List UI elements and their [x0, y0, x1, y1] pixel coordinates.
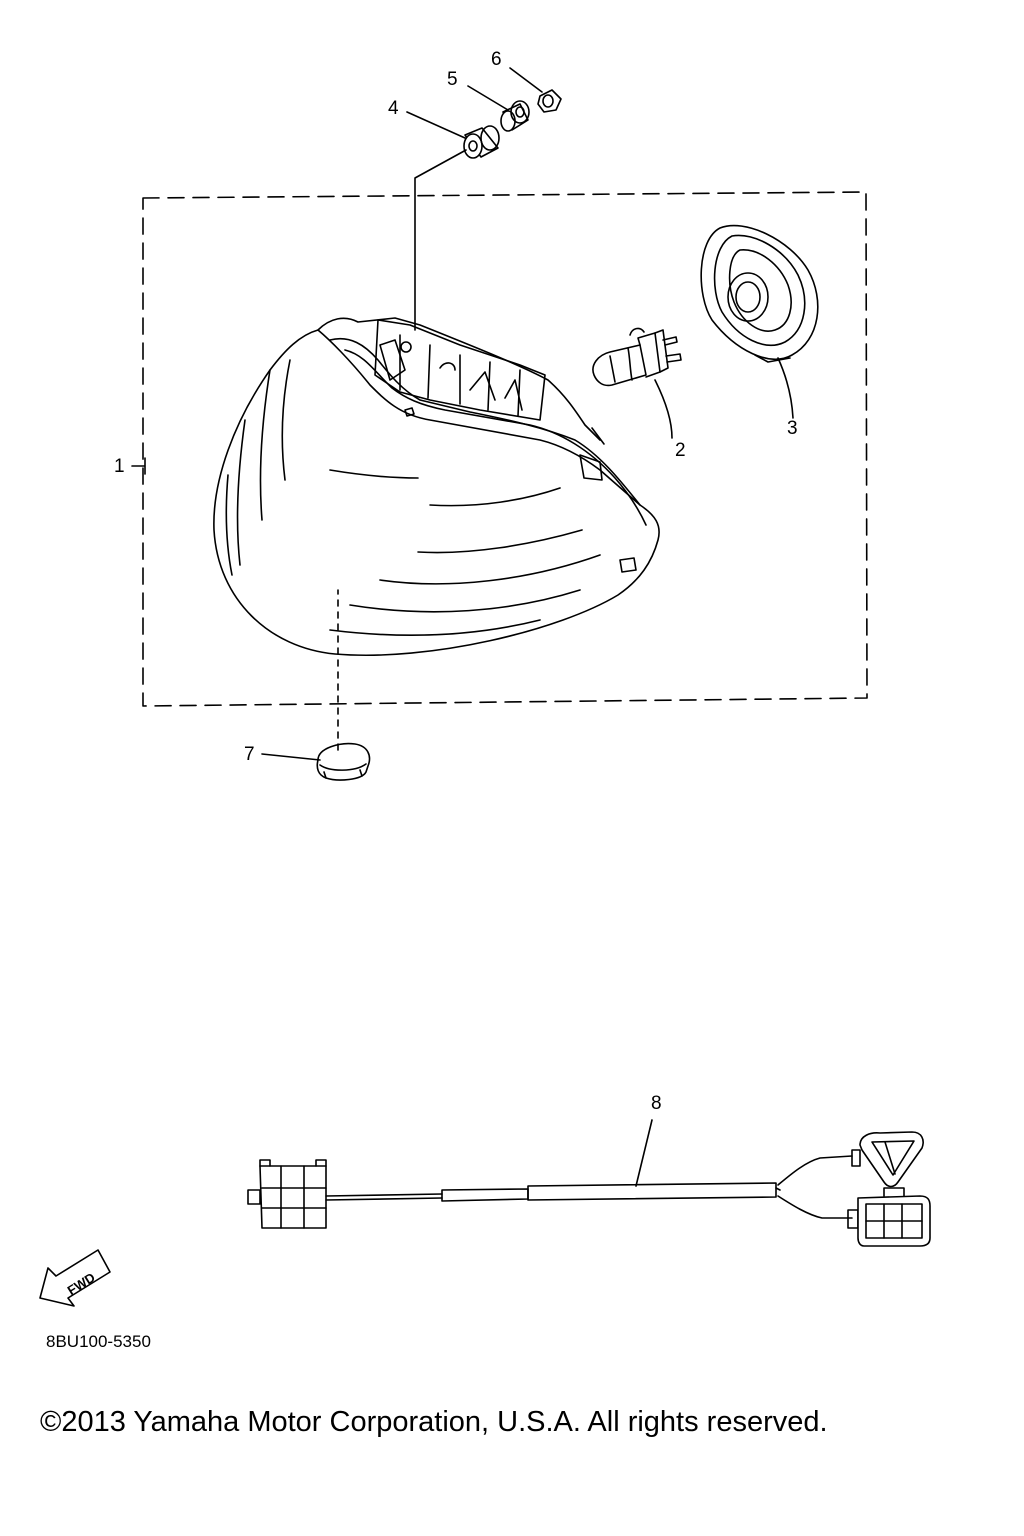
socket-cover-part-3	[700, 224, 819, 363]
collar-part-5	[500, 100, 530, 132]
leader-line-3	[777, 357, 794, 419]
fwd-arrow-icon	[39, 1249, 111, 1307]
callout-8: 8	[651, 1093, 662, 1114]
nut-part-6	[537, 89, 562, 113]
grommet-part-4	[463, 125, 500, 159]
leader-line-2	[654, 379, 673, 439]
leader-line-1	[131, 457, 146, 475]
callout-6: 6	[491, 49, 502, 70]
leader-line-grommet-drop	[414, 149, 467, 331]
leader-line-7	[261, 753, 321, 761]
leader-line-6	[509, 67, 543, 93]
wire-harness-part-8	[247, 1131, 931, 1247]
copyright-notice: ©2013 Yamaha Motor Corporation, U.S.A. A…	[40, 1406, 828, 1438]
plug-part-7	[316, 742, 371, 781]
leader-line-5	[467, 85, 509, 111]
callout-2: 2	[675, 440, 686, 461]
leader-line-8	[635, 1119, 653, 1187]
callout-5: 5	[447, 69, 458, 90]
bulb-part-2	[592, 327, 682, 387]
callout-1: 1	[114, 456, 125, 477]
callout-3: 3	[787, 418, 798, 439]
callout-7: 7	[244, 744, 255, 765]
drawing-code: 8BU100-5350	[46, 1332, 151, 1351]
headlight-housing	[213, 317, 660, 657]
leader-line-4	[406, 111, 466, 139]
callout-4: 4	[388, 98, 399, 119]
assembly-dashed-boundary	[142, 191, 868, 707]
